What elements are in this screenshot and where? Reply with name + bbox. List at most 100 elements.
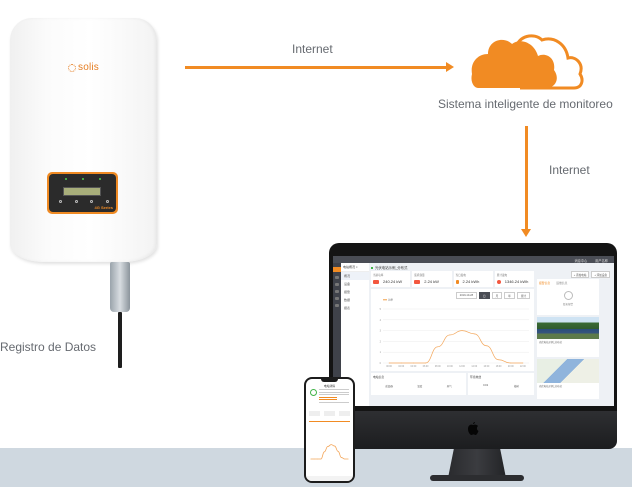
period-month-tab[interactable]: 月: [491, 292, 503, 299]
nav-report-icon[interactable]: [335, 297, 339, 300]
dashboard-sidenav: [333, 263, 341, 406]
esc-key: [59, 200, 62, 203]
x-tick-label: 08:00: [435, 366, 441, 368]
data-point: [341, 457, 342, 458]
phone-tabs: [309, 419, 350, 422]
data-point: [461, 330, 463, 331]
phone-power-chart: [310, 444, 349, 460]
station-name: 光伏电站示例_分布式: [375, 266, 408, 270]
internet-label-right: Internet: [549, 163, 590, 177]
x-tick-label: 14:00: [471, 366, 477, 368]
apple-logo-icon: [468, 422, 479, 435]
period-total-tab[interactable]: 累计: [516, 292, 530, 299]
date-picker[interactable]: 2019-10-28: [455, 292, 478, 299]
submenu-item[interactable]: 设备: [344, 282, 351, 286]
kpi-value: 1346.24 kWh: [504, 279, 529, 284]
data-point: [317, 458, 318, 460]
solar-inverter: solis 4G Series: [10, 18, 157, 262]
data-point: [310, 458, 312, 460]
cloud-icon: [471, 34, 584, 90]
x-tick-label: 18:00: [496, 366, 502, 368]
kpi-row: 当前功率 240.24 kW 装机容量 2.24 kW 当日发电 2.24 kW…: [371, 271, 534, 287]
dashboard-topbar: 消息中心 用户名称: [333, 256, 614, 263]
card-title: 电站信息: [373, 375, 385, 379]
station-map: [537, 359, 599, 383]
x-tick-label: 02:00: [398, 366, 404, 368]
phone-screen: 电站详情: [306, 379, 353, 481]
submenu-item[interactable]: 数据: [344, 298, 351, 302]
smartphone: 电站详情: [304, 377, 355, 483]
phone-title: 电站详情: [323, 384, 336, 388]
info-item: CO2: [482, 384, 489, 387]
station-map-card[interactable]: 光伏电站示例_分布式: [537, 359, 599, 399]
nav-settings-icon[interactable]: [335, 304, 339, 307]
submenu-item[interactable]: 概况: [341, 272, 369, 280]
add-station-button[interactable]: + 添加电站: [570, 271, 590, 278]
info-item: 逆变器: [385, 385, 393, 388]
down-key: [90, 200, 94, 203]
nav-station-icon[interactable]: [335, 276, 339, 279]
add-device-button[interactable]: + 添加设备: [591, 271, 610, 278]
nav-device-icon[interactable]: [335, 283, 339, 286]
phone-stats: [309, 411, 350, 416]
message-center-link[interactable]: 消息中心: [574, 258, 588, 263]
series-badge: 4G Series: [94, 205, 113, 210]
data-point: [324, 451, 325, 453]
energy-icon: [496, 279, 501, 284]
nav-alarm-icon[interactable]: [335, 290, 339, 293]
submenu-item[interactable]: 报表: [344, 306, 351, 310]
submenu-tab[interactable]: 电站概况 ×: [341, 263, 369, 272]
submenu-item[interactable]: 报警: [344, 290, 351, 294]
alarm-card: 报警信息 运维信息 暂无报警: [537, 279, 599, 315]
arrow-down-icon: [521, 126, 531, 237]
legend-swatch: [383, 299, 387, 301]
period-day-tab[interactable]: 日: [479, 292, 490, 299]
right-column: 报警信息 运维信息 暂无报警 光伏电站示例_分布式 光伏电站示例_分布式: [537, 279, 599, 399]
data-point: [347, 458, 349, 460]
info-item: 天气: [446, 385, 452, 388]
cloud-caption: Sistema inteligente de monitoreo: [438, 97, 613, 111]
photo-caption: 光伏电站示例_分布式: [539, 341, 562, 344]
kpi-value: 2.24 kWh: [462, 279, 480, 284]
gauge-icon: [373, 279, 379, 284]
kpi-value: 2.24 kW: [424, 279, 439, 284]
environment-card: 环境效益 CO2 植树: [468, 373, 534, 395]
data-point: [498, 359, 499, 361]
data-point: [330, 444, 332, 445]
lcd-display: [63, 187, 101, 196]
kpi-value: 240.24 kW: [383, 279, 403, 284]
datalogger-stick: [110, 262, 130, 312]
period-year-tab[interactable]: 年: [504, 292, 515, 299]
nav-home-icon[interactable]: [333, 267, 341, 272]
y-tick-label: 3: [380, 330, 382, 333]
empty-state-text: 暂无报警: [562, 303, 573, 306]
x-tick-label: 04:00: [411, 366, 417, 368]
maintenance-tab[interactable]: 运维信息: [556, 281, 568, 285]
x-tick-label: 22:00: [520, 366, 526, 368]
map-caption: 光伏电站示例_分布式: [539, 385, 562, 388]
info-item: 温度: [417, 385, 423, 388]
user-menu[interactable]: 用户名称: [595, 258, 608, 263]
station-photo-card[interactable]: 光伏电站示例_分布式: [537, 317, 599, 357]
y-tick-label: 2: [380, 340, 382, 343]
data-point: [337, 451, 339, 452]
dashboard-content: 光伏电站示例_分布式 当前功率 240.24 kW 装机容量 2.24 kW 当…: [371, 265, 612, 405]
action-buttons: + 添加电站 + 添加设备: [570, 271, 610, 278]
arrow-right-icon: [185, 62, 454, 72]
kpi-label: 当日发电: [455, 274, 466, 277]
brand-logo: solis: [68, 62, 99, 73]
data-point: [486, 345, 487, 347]
status-ring-icon: [310, 389, 317, 396]
dashboard-screen: 消息中心 用户名称 电站概况 × 概况 设备 报警 数据 报表 光伏电站示例_分…: [333, 256, 614, 406]
alarm-tab[interactable]: 报警信息: [539, 281, 551, 285]
data-point: [449, 334, 451, 336]
power-led-icon: [64, 178, 67, 180]
data-point: [327, 446, 329, 447]
x-tick-label: 16:00: [484, 366, 490, 368]
kpi-label: 当前功率: [373, 274, 384, 277]
data-point: [425, 362, 426, 364]
operation-led-icon: [81, 178, 84, 180]
x-tick-label: 10:00: [447, 366, 453, 368]
station-title: 光伏电站示例_分布式: [371, 265, 612, 270]
legend-label: 功率: [388, 297, 394, 301]
